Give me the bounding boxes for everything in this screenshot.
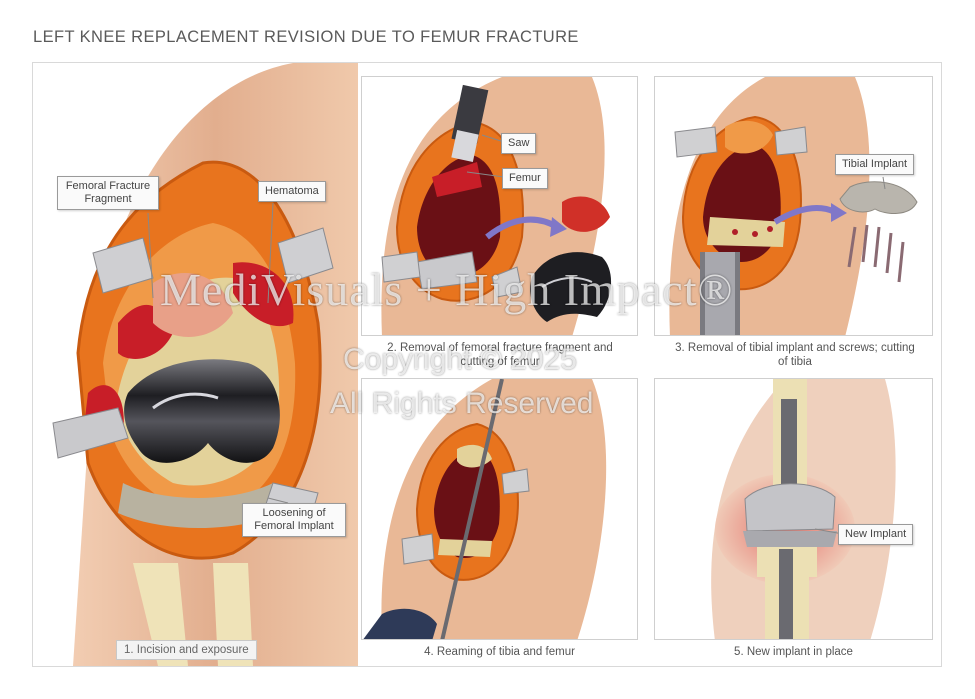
caption-step-3: 3. Removal of tibial implant and screws;… (675, 342, 915, 368)
label-femur: Femur (502, 168, 548, 189)
page-title: LEFT KNEE REPLACEMENT REVISION DUE TO FE… (33, 28, 579, 46)
panel-fragment-removal (361, 76, 638, 336)
caption-step-1: 1. Incision and exposure (116, 640, 257, 660)
panel-new-implant (654, 378, 933, 640)
caption-step-5: 5. New implant in place (734, 646, 853, 658)
knee-exposure-illustration (52, 63, 358, 666)
panel-tibial-implant-removal (654, 76, 933, 336)
label-loosening-femoral-implant: Loosening of Femoral Implant (242, 503, 346, 537)
reaming-illustration (363, 379, 607, 639)
panel-reaming (361, 378, 638, 640)
caption-step-4: 4. Reaming of tibia and femur (424, 646, 575, 658)
watermark-copyright: Copyright © 2025 (343, 343, 577, 376)
new-implant-illustration (711, 379, 896, 639)
label-saw: Saw (501, 133, 537, 154)
label-hematoma: Hematoma (258, 181, 326, 202)
watermark-rights: All Rights Reserved (330, 387, 594, 420)
illustration-frame (32, 62, 942, 667)
label-new-implant: New Implant (838, 524, 914, 545)
watermark-brand: MediVisuals + High Impact® (160, 264, 734, 315)
saw-cutting-illustration (381, 77, 612, 335)
panel-incision-exposure (33, 63, 358, 666)
tibial-implant-removal-illustration (669, 77, 918, 335)
caption-step-2: 2. Removal of femoral fracture fragment … (387, 342, 613, 368)
label-tibial-implant: Tibial Implant (835, 154, 915, 175)
label-femoral-fracture-fragment: Femoral Fracture Fragment (57, 176, 159, 210)
